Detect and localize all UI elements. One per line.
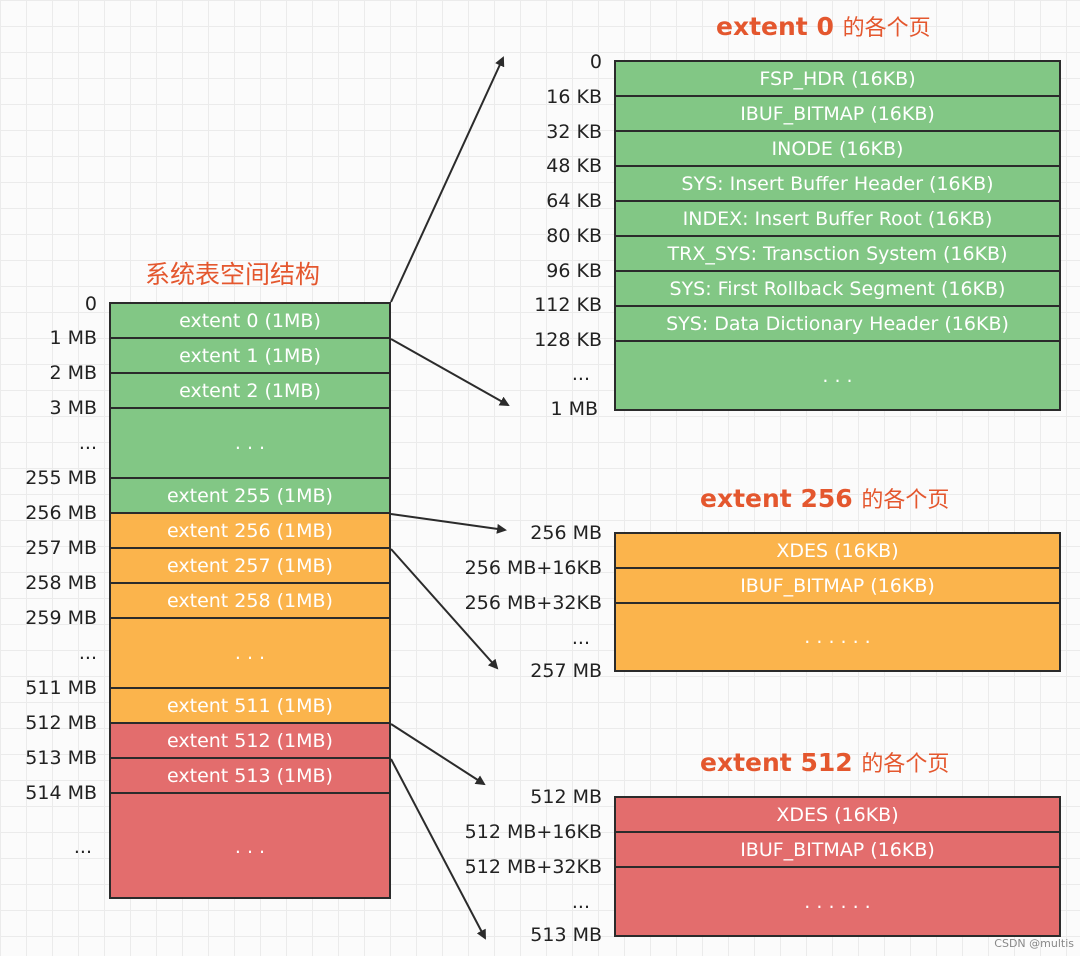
page-ellipsis-cell: . . . . . .: [616, 868, 1059, 935]
extent0-title-cn: 的各个页: [842, 16, 931, 41]
page-cell: FSP_HDR (16KB): [616, 62, 1059, 97]
arrow-extent256-end: [390, 548, 499, 670]
offset-label: 258 MB: [25, 572, 97, 594]
page-cell: INODE (16KB): [616, 132, 1059, 167]
offset-label: 257 MB: [530, 660, 602, 682]
offset-label: 256 MB: [530, 522, 602, 544]
extent256-title: extent 256 的各个页: [700, 482, 949, 514]
page-ellipsis-cell: . . . . . .: [616, 604, 1059, 670]
extent-cell: extent 512 (1MB): [111, 724, 389, 759]
extent0-title-en: extent 0: [716, 12, 834, 41]
offset-label: 16 KB: [546, 86, 602, 108]
offset-label: ...: [571, 627, 590, 649]
extent256-title-cn: 的各个页: [861, 488, 950, 513]
offset-label: 512 MB: [25, 712, 97, 734]
offset-label: 256 MB+32KB: [464, 592, 602, 614]
extent-cell: extent 511 (1MB): [111, 689, 389, 724]
page-cell: IBUF_BITMAP (16KB): [616, 833, 1059, 868]
page-cell: SYS: First Rollback Segment (16KB): [616, 272, 1059, 307]
offset-label: ...: [571, 891, 590, 913]
arrow-extent256-start: [390, 513, 507, 534]
offset-label: 1 MB: [550, 398, 598, 420]
offset-label: 112 KB: [534, 294, 602, 316]
offset-label: 128 KB: [534, 329, 602, 351]
offset-label: 259 MB: [25, 607, 97, 629]
extent512-pages-block: XDES (16KB) IBUF_BITMAP (16KB) . . . . .…: [614, 796, 1061, 937]
extent0-pages-block: FSP_HDR (16KB) IBUF_BITMAP (16KB) INODE …: [614, 60, 1061, 411]
extent-cell: extent 257 (1MB): [111, 549, 389, 584]
offset-label: 3 MB: [49, 397, 97, 419]
page-cell: SYS: Insert Buffer Header (16KB): [616, 167, 1059, 202]
extent256-title-en: extent 256: [700, 484, 853, 513]
extent-cell: extent 0 (1MB): [111, 304, 389, 339]
page-ellipsis-cell: . . .: [616, 342, 1059, 409]
extent0-title: extent 0 的各个页: [716, 10, 931, 42]
arrow-extent0-end: [390, 338, 510, 406]
offset-label: 48 KB: [546, 155, 602, 177]
offset-label: 514 MB: [25, 782, 97, 804]
arrow-extent512-end: [390, 758, 486, 940]
offset-label: ...: [78, 432, 97, 454]
offset-label: 80 KB: [546, 225, 602, 247]
offset-label: 2 MB: [49, 362, 97, 384]
extent512-title-cn: 的各个页: [861, 752, 950, 777]
main-title: 系统表空间结构: [145, 260, 321, 289]
watermark: CSDN @multis: [994, 937, 1074, 950]
offset-label: 255 MB: [25, 467, 97, 489]
page-cell: IBUF_BITMAP (16KB): [616, 569, 1059, 604]
page-cell: SYS: Data Dictionary Header (16KB): [616, 307, 1059, 342]
offset-label: 0: [589, 51, 602, 73]
arrow-extent0-start: [390, 56, 505, 303]
offset-label: 0: [84, 293, 97, 315]
page-cell: XDES (16KB): [616, 798, 1059, 833]
extent-cell: extent 513 (1MB): [111, 759, 389, 794]
offset-label: ...: [78, 642, 97, 664]
arrow-extent512-start: [390, 723, 486, 786]
page-cell: TRX_SYS: Transction System (16KB): [616, 237, 1059, 272]
offset-label: 64 KB: [546, 190, 602, 212]
offset-label: 257 MB: [25, 537, 97, 559]
extent512-title-en: extent 512: [700, 748, 853, 777]
extent-cell: extent 256 (1MB): [111, 514, 389, 549]
extent-ellipsis-cell: . . .: [111, 619, 389, 689]
offset-label: 512 MB+16KB: [464, 821, 602, 843]
offset-label: ...: [73, 836, 92, 858]
page-cell: IBUF_BITMAP (16KB): [616, 97, 1059, 132]
offset-label: 513 MB: [25, 747, 97, 769]
extent-cell: extent 1 (1MB): [111, 339, 389, 374]
offset-label: 512 MB+32KB: [464, 856, 602, 878]
system-tablespace-block: extent 0 (1MB) extent 1 (1MB) extent 2 (…: [109, 302, 391, 899]
extent-cell: extent 2 (1MB): [111, 374, 389, 409]
extent512-title: extent 512 的各个页: [700, 746, 949, 778]
page-cell: INDEX: Insert Buffer Root (16KB): [616, 202, 1059, 237]
extent-cell: extent 258 (1MB): [111, 584, 389, 619]
extent-ellipsis-cell: . . .: [111, 409, 389, 479]
offset-label: 96 KB: [546, 260, 602, 282]
offset-label: 256 MB: [25, 502, 97, 524]
extent-ellipsis-cell: . . .: [111, 794, 389, 897]
offset-label: 513 MB: [530, 924, 602, 946]
page-cell: XDES (16KB): [616, 534, 1059, 569]
offset-label: 256 MB+16KB: [464, 557, 602, 579]
offset-label: 512 MB: [530, 786, 602, 808]
offset-label: 32 KB: [546, 121, 602, 143]
offset-label: 1 MB: [49, 327, 97, 349]
extent-cell: extent 255 (1MB): [111, 479, 389, 514]
offset-label: 511 MB: [25, 677, 97, 699]
extent256-pages-block: XDES (16KB) IBUF_BITMAP (16KB) . . . . .…: [614, 532, 1061, 672]
offset-label: ...: [571, 363, 590, 385]
